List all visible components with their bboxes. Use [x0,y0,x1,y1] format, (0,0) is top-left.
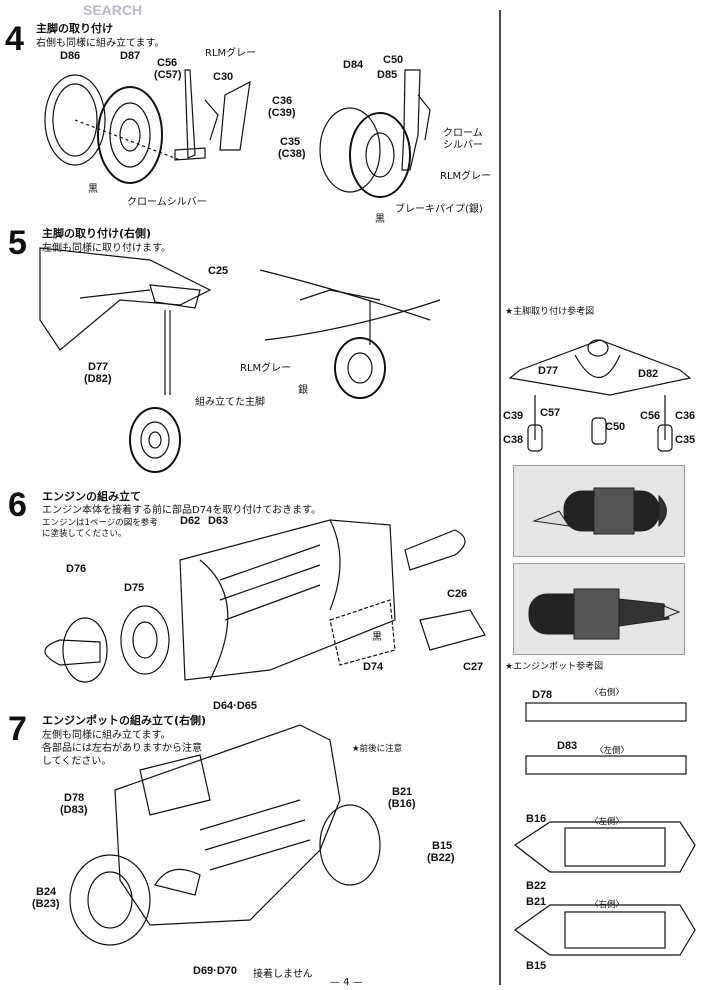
ref-label-d82: D82 [638,368,659,380]
label-c36: C36 [272,95,293,107]
label-d76: D76 [66,563,87,575]
engine-photo-1 [513,465,685,557]
ref-gear-title: ★主脚取り付け参考図 [505,307,595,317]
label-d82: (D82) [84,373,112,385]
label-rlm-grey-3: RLMグレー [240,363,292,374]
ref-label-b21: B21 [526,896,547,908]
step-7-note-2: 各部品には左右がありますから注意 [42,743,202,754]
ref-label-c57: C57 [540,407,561,419]
step-7-front-note: ★前後に注意 [352,744,403,754]
ref-label-d78: D78 [532,689,553,701]
step-6-number: 6 [8,486,27,524]
engine-photo-2 [513,563,685,655]
label-d78-7: D78 [64,792,85,804]
step-4-number: 4 [5,20,24,58]
ref-right-side-2: 〈右側〉 [590,900,625,910]
label-black: 黒 [88,184,98,195]
label-b21-7: B21 [392,786,413,798]
label-d77: D77 [88,361,109,373]
label-c26: C26 [447,588,468,600]
watermark-logo: SEARCH [5,2,142,18]
watermark-text: SEARCH [83,2,143,18]
ref-label-c35: C35 [675,434,696,446]
label-c27: C27 [463,661,484,673]
ref-label-d83: D83 [557,740,578,752]
label-d62: D62 [180,515,201,527]
step-7-note-1: 左側も同様に組み立てます。 [42,730,171,741]
label-c25: C25 [208,265,229,277]
step-6-subnote-2: に塗装してください。 [42,529,127,539]
ref-label-c39: C39 [503,410,524,422]
ref-label-c36: C36 [675,410,696,422]
step-4-note: 右側も同様に組み立てます。 [36,38,165,49]
step-5-note: 左側も同様に取り付けます。 [42,243,171,254]
ref-label-d77: D77 [538,365,559,377]
label-chrome-b: シルバー [443,140,483,151]
ref-right-side-1: 〈右側〉 [590,688,625,698]
step-7-title: エンジンポットの組み立て(右側) [42,714,207,727]
label-black-2: 黒 [375,214,385,225]
step-5-title: 主脚の取り付け(右側) [42,227,152,240]
label-b16-7: (B16) [388,798,416,810]
label-d64-d65: D64·D65 [213,700,258,712]
label-b23-7: (B23) [32,898,60,910]
label-d84: D84 [343,59,364,71]
label-c50: C50 [383,54,404,66]
label-c38: (C38) [278,148,306,160]
step-6-note: エンジン本体を接着する前に部品D74を取り付けておきます。 [42,505,322,516]
step-7-number: 7 [8,710,27,748]
ref-label-c56: C56 [640,410,661,422]
ref-pod-title: ★エンジンポット参考図 [505,662,604,672]
label-chrome-a: クローム [443,128,483,139]
label-c56: C56 [157,57,178,69]
ref-left-side-1: 〈左側〉 [595,746,630,756]
label-c35: C35 [280,136,301,148]
label-d83-7: (D83) [60,804,88,816]
ref-label-b16: B16 [526,813,547,825]
label-not-glued: 接着しません [253,969,313,980]
label-d86: D86 [60,50,81,62]
ref-label-b22: B22 [526,880,547,892]
label-d85: D85 [377,69,398,81]
label-c30: C30 [213,71,234,83]
ref-left-side-2: 〈左側〉 [590,817,625,827]
label-c57: (C57) [154,69,182,81]
label-d87: D87 [120,50,141,62]
label-assembled-gear: 組み立てた主脚 [195,397,265,408]
label-rlm-grey-2: RLMグレー [440,171,492,182]
label-d63: D63 [208,515,229,527]
label-d69-d70: D69·D70 [193,965,238,977]
label-b24-7: B24 [36,886,57,898]
step-4-title: 主脚の取り付け [36,22,113,35]
label-c39: (C39) [268,107,296,119]
label-b22-7: (B22) [427,852,455,864]
label-rlm-grey: RLMグレー [205,48,257,59]
step-7-note-3: してください。 [42,756,112,767]
ref-label-b15: B15 [526,960,547,972]
label-silver: 銀 [298,385,308,396]
label-brake-pipe: ブレーキパイプ(銀) [395,204,483,215]
label-chrome-silver: クロームシルバー [127,197,207,208]
label-black-3: 黒 [372,632,382,643]
label-b15-7: B15 [432,840,453,852]
step-6-subnote-1: エンジンは1ページの図を参考 [42,518,158,528]
ref-label-c38: C38 [503,434,524,446]
label-d75: D75 [124,582,145,594]
step-5-number: 5 [8,224,27,262]
ref-label-c50: C50 [605,421,626,433]
label-d74: D74 [363,661,384,673]
page-number: — 4 — [330,977,363,988]
step-6-title: エンジンの組み立て [42,490,141,503]
